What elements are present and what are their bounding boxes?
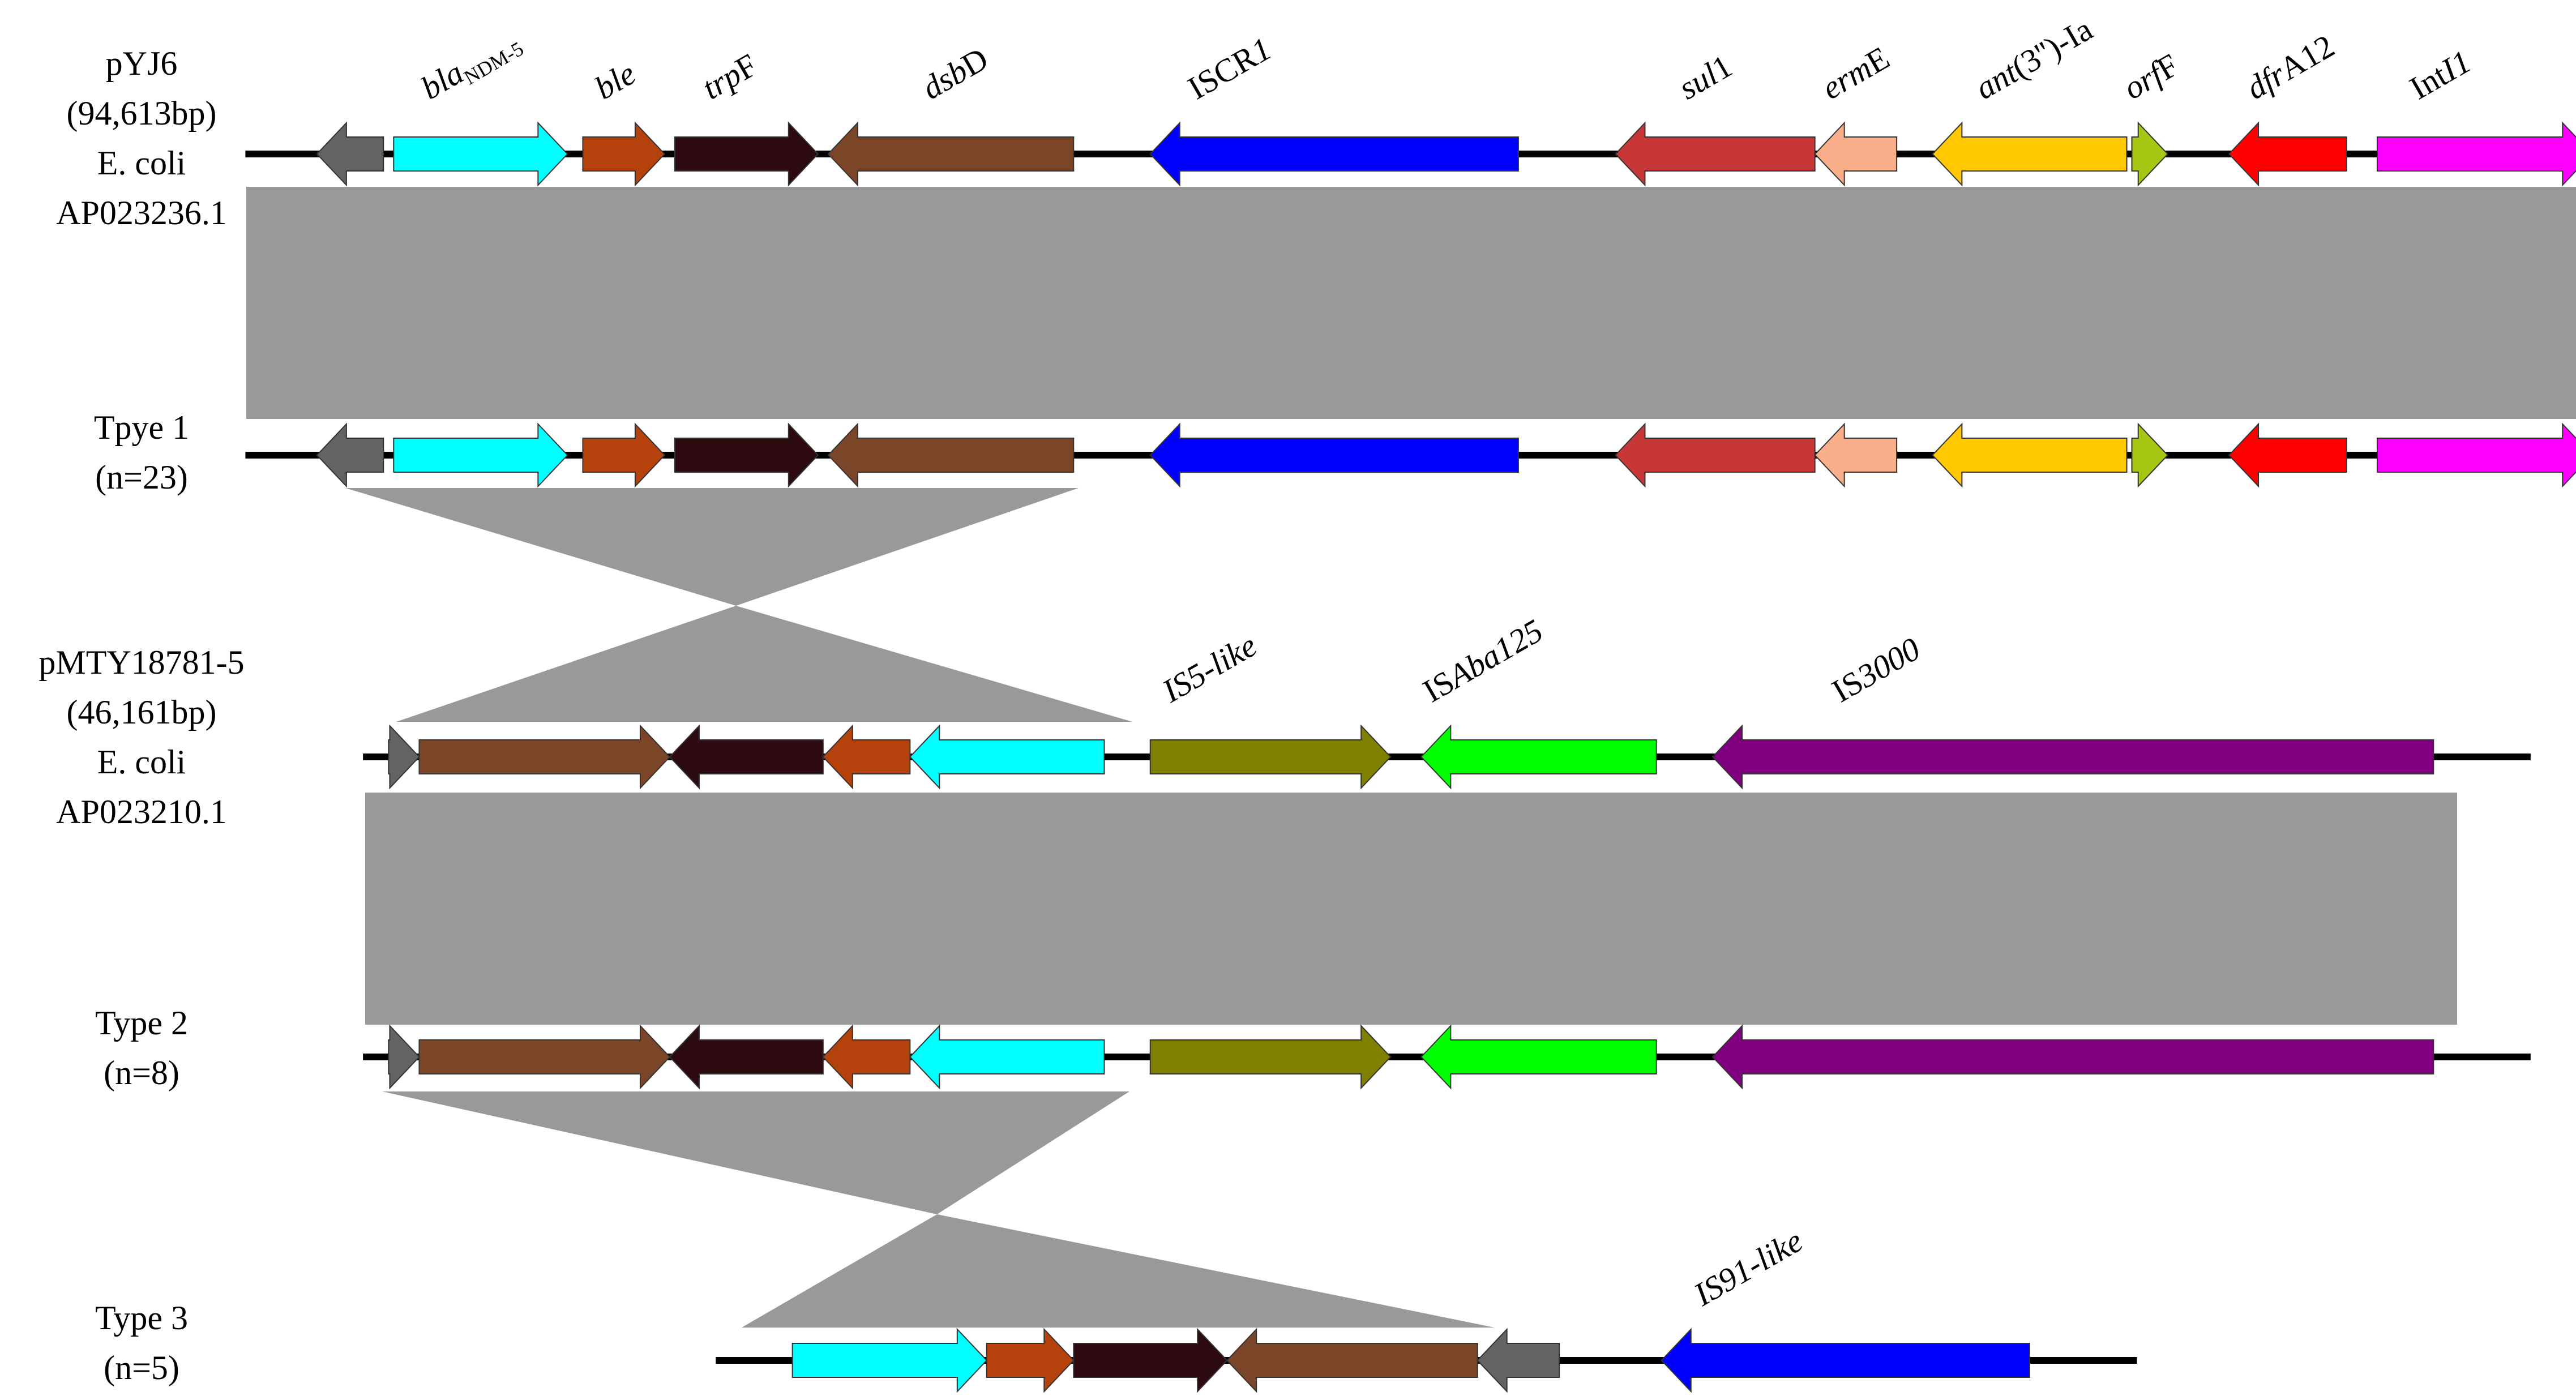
gene-arrow [316,121,384,187]
gene-arrow [669,1024,824,1090]
gene-label: ant(3'')-Ia [1969,10,2099,106]
homology-inversion [396,606,1132,722]
gene-arrow [1149,422,1519,488]
gene-arrow [827,422,1075,488]
row-label: E. coli [97,743,186,781]
gene-arrow [827,121,1075,187]
gene-arrow [1814,121,1898,187]
gene-arrow [1661,1328,2030,1393]
gene-arrow [418,1024,671,1090]
gene-arrow [1420,724,1657,790]
gene-arrow [1226,1328,1478,1393]
row-label: (94,613bp) [67,95,217,132]
homology-blocks [246,187,2576,1328]
gene-arrow [822,724,911,790]
gene-label: sul1 [1672,48,1738,107]
gene-arrow [669,724,824,790]
gene-label: orfF [2117,46,2185,106]
gene-arrow [2228,422,2347,488]
gene-arrow [1615,422,1816,488]
gene-arrow [418,724,671,790]
gene-arrow [388,1024,420,1090]
gene-arrow [1420,1024,1657,1090]
gene-label: ble [589,55,642,107]
homology-block [246,187,2576,419]
row-label: AP023210.1 [56,793,227,830]
gene-arrow [1711,724,2434,790]
row-label: pMTY18781-5 [38,644,244,681]
row-label: E. coli [97,144,186,182]
gene-arrow [909,1024,1105,1090]
gene-arrow [1814,422,1898,488]
gene-arrow [822,1024,911,1090]
row-label: AP023236.1 [56,194,227,232]
row-label: Type 3 [95,1299,188,1337]
gene-arrow [909,724,1105,790]
gene-label: trpF [696,46,763,106]
gene-label: blaNDM-5 [415,22,528,110]
row-label: (n=23) [95,459,188,496]
homology-inversion [742,1214,1495,1328]
gene-label: dsbD [915,40,994,107]
gene-arrow [582,121,666,187]
gene-label: IS5-like [1156,627,1263,710]
gene-arrow [2131,422,2169,488]
gene-arrow [1073,1328,1228,1393]
gene-arrows [316,121,2576,1393]
gene-arrow [582,422,666,488]
gene-arrow [674,422,819,488]
gene-label: ermE [1816,39,1895,106]
gene-label: IS3000 [1826,630,1927,709]
gene-arrow [1149,121,1519,187]
gene-arrow [2376,422,2576,488]
gene-arrow [2376,121,2576,187]
gene-arrow [316,422,384,488]
gene-label: IS91-like [1687,1222,1809,1313]
gene-label: ISAba125 [1417,612,1548,709]
gene-arrow [393,121,568,187]
homology-inversion [345,488,1079,606]
gene-arrow [1149,724,1392,790]
gene-arrow [1711,1024,2434,1090]
gene-label: IntI1 [2403,43,2477,107]
row-label: (n=5) [104,1349,179,1386]
row-label: (46,161bp) [67,693,217,731]
row-label: Type 2 [95,1004,188,1042]
gene-arrow [986,1328,1075,1393]
gene-label: ISCR1 [1182,30,1277,106]
gene-arrow [1615,121,1816,187]
gene-arrow [674,121,819,187]
gene-arrow [1477,1328,1560,1393]
gene-arrow [1149,1024,1392,1090]
homology-inversion [382,1091,1129,1214]
gene-arrow [388,724,420,790]
gene-arrow [791,1328,988,1393]
gene-arrow [2131,121,2169,187]
homology-block [365,793,2457,1025]
row-label: pYJ6 [106,45,178,82]
row-label: (n=8) [104,1054,179,1091]
gene-arrow [1931,121,2128,187]
gene-arrow [1931,422,2128,488]
gene-arrow [2228,121,2347,187]
row-label: Tpye 1 [94,409,189,446]
gene-label: dfrA12 [2240,27,2340,106]
gene-arrow [393,422,568,488]
